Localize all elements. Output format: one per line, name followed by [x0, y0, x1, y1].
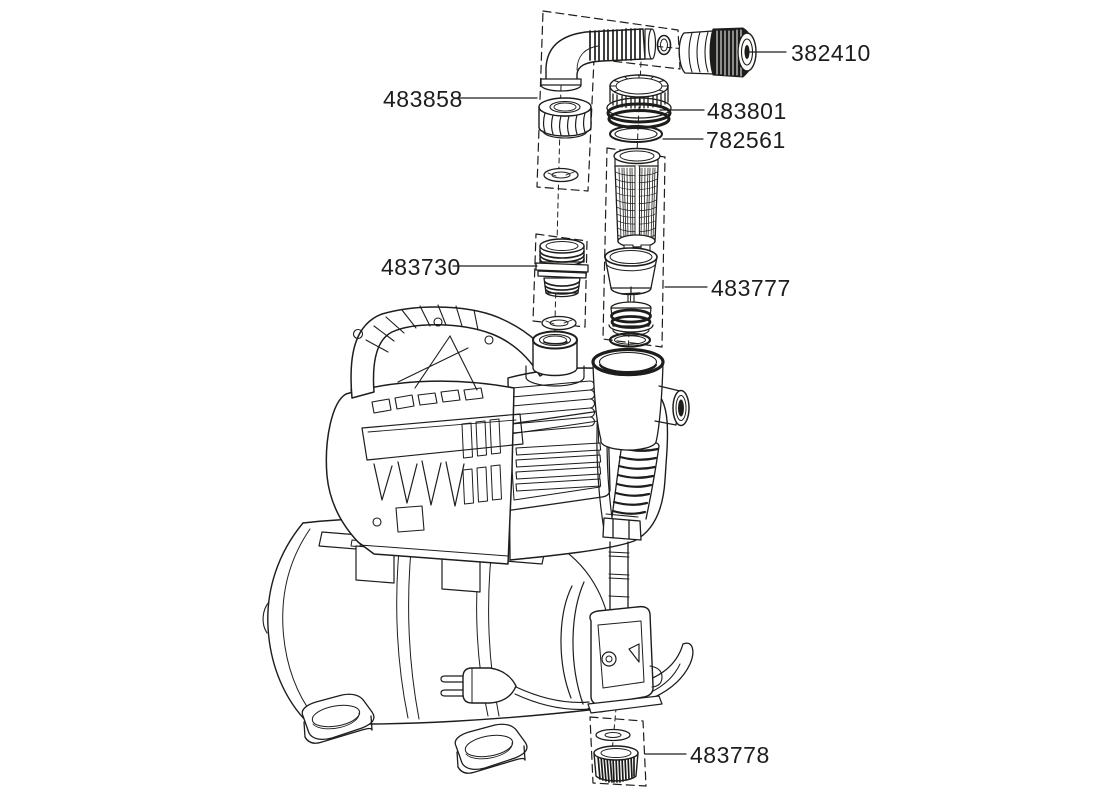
pressure-switch — [587, 605, 663, 714]
o-ring-small — [656, 34, 672, 56]
part-label-drain-plug: 483778 — [690, 742, 770, 768]
part-label-union-nut: 483858 — [383, 86, 463, 112]
pressure-port — [525, 330, 585, 387]
sealing-washer-bottom — [541, 315, 577, 331]
part-label-hose-connector: 382410 — [791, 40, 871, 66]
drain-plug-knurl — [597, 754, 635, 783]
tank-foot — [301, 693, 375, 744]
power-cable — [440, 667, 591, 711]
drain-plug — [593, 745, 639, 783]
o-ring-large — [609, 125, 663, 143]
part-label-double-nipple: 483730 — [381, 254, 461, 280]
group-box-drain — [589, 716, 647, 787]
cooling-bars — [515, 442, 602, 492]
handle-braces — [397, 335, 478, 391]
nipple-threads-bottom — [544, 281, 580, 295]
check-valve — [608, 286, 654, 337]
motor-body — [325, 380, 524, 565]
bellows — [611, 439, 660, 520]
part-label-filter-unit: 483777 — [711, 275, 791, 301]
filter-port — [591, 347, 690, 451]
drain-washer — [595, 728, 631, 742]
manifold-tubes — [511, 380, 596, 434]
grip-ribs — [365, 304, 479, 353]
vent-slots-side — [461, 418, 502, 505]
part-label-o-ring: 782561 — [706, 127, 786, 153]
nut-grooves — [542, 112, 586, 136]
part-label-filter-cap: 483801 — [707, 98, 787, 124]
outlet-pipe — [602, 513, 642, 613]
elbow-fitting — [540, 28, 657, 92]
filter-cap — [606, 74, 672, 129]
union-nut — [538, 97, 592, 139]
tank-feet — [301, 693, 528, 774]
vent-slots-top — [371, 387, 484, 414]
elbow-threads — [589, 28, 641, 61]
exploded-parts — [535, 27, 757, 783]
group-box-nipple — [532, 233, 588, 328]
pump-flange — [560, 581, 585, 705]
pump-ports — [525, 330, 690, 451]
filter-cartridge — [613, 147, 661, 254]
filter-cup — [604, 247, 658, 296]
part-labels: 382410 483858 483801 782561 483730 48377… — [381, 40, 871, 768]
power-plug — [440, 667, 517, 704]
o-ring-valve — [608, 332, 652, 348]
double-nipple — [535, 238, 589, 298]
leader-lines — [452, 51, 787, 755]
pump-assembly — [262, 304, 694, 774]
cap-scallops — [609, 74, 669, 92]
sealing-washer-top — [543, 167, 579, 183]
vent-fins — [373, 460, 465, 507]
hose-connector — [678, 27, 757, 78]
